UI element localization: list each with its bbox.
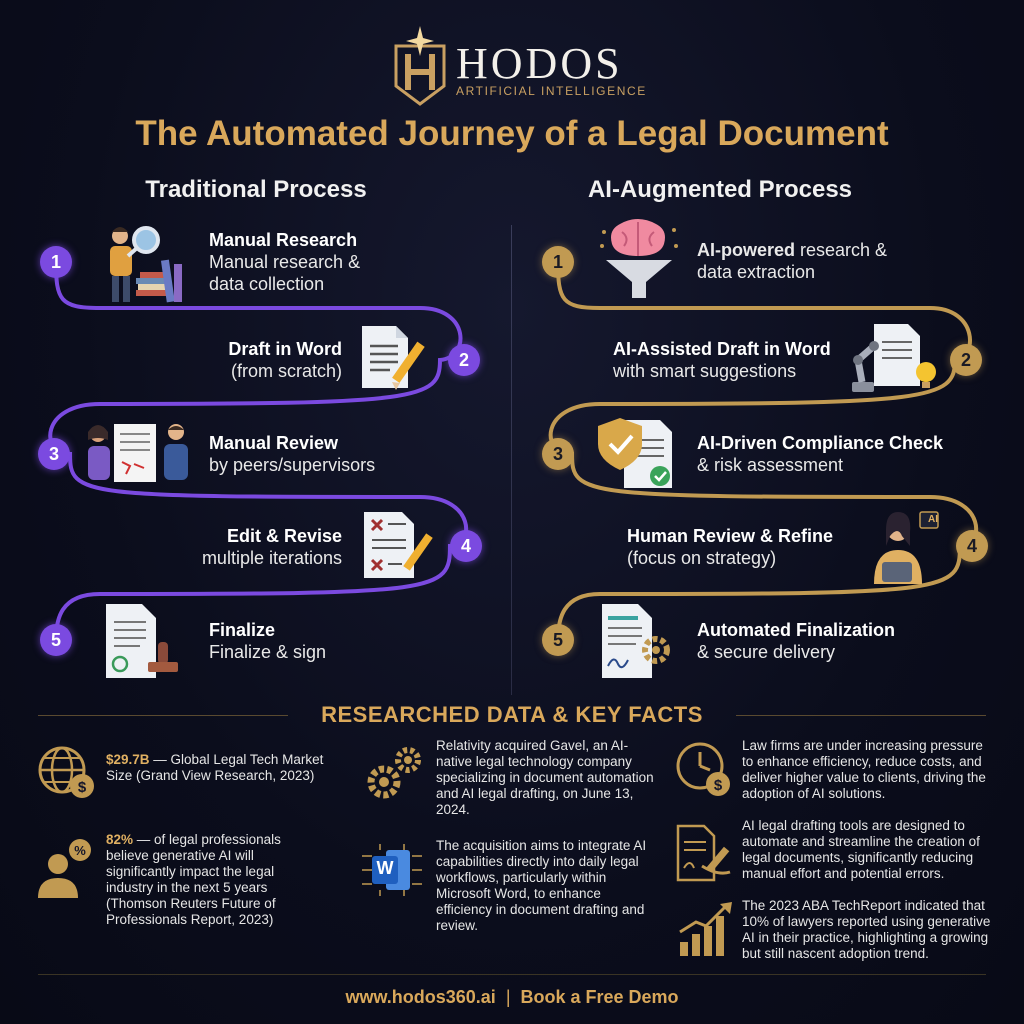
- footer-divider: [38, 974, 986, 975]
- researcher-magnifier-icon: [110, 226, 182, 303]
- traditional-step-1-desc2: data collection: [209, 274, 325, 294]
- ai-step-5-title: Automated Finalization: [697, 620, 895, 640]
- svg-text:%: %: [74, 843, 86, 858]
- traditional-step-5-desc: Finalize & sign: [209, 642, 327, 662]
- footer: www.hodos360.ai | Book a Free Demo: [0, 987, 1024, 1008]
- ai-step-1-title: AI-powered: [697, 240, 796, 260]
- ai-step-3-desc: & risk assessment: [697, 455, 844, 475]
- traditional-step-1-desc: Manual research &: [209, 252, 361, 272]
- peer-review-icon: [88, 424, 188, 482]
- traditional-step-5-title: Finalize: [209, 620, 276, 640]
- human-reviewer-tablet-icon: [874, 511, 939, 584]
- fact-market-size-text: — Global Legal Tech Market Size (Grand V…: [106, 752, 324, 783]
- ai-step-3-number: 3: [542, 438, 574, 470]
- fact-market-size-value: $29.7B: [106, 752, 150, 767]
- brain-funnel-icon: [600, 219, 678, 298]
- facts-divider-right: [736, 715, 986, 716]
- signed-document-gear-icon: [602, 604, 670, 678]
- fact-drafting-tools: AI legal drafting tools are designed to …: [742, 818, 980, 881]
- ai-step-4-number: 4: [956, 530, 988, 562]
- robot-arm-document-icon: [852, 324, 936, 392]
- ai-step-1-desc: data extraction: [697, 262, 816, 282]
- ai-step-2-number: 2: [950, 344, 982, 376]
- svg-text:$: $: [78, 779, 87, 796]
- traditional-heading: Traditional Process: [145, 176, 367, 203]
- fact-gavel-acquisition: Relativity acquired Gavel, an AI-native …: [436, 738, 654, 817]
- fact-acquisition-aim: The acquisition aims to integrate AI cap…: [436, 838, 647, 933]
- footer-separator: |: [505, 987, 511, 1007]
- traditional-step-4-title: Edit & Revise: [226, 526, 342, 546]
- facts-divider-left: [38, 715, 288, 716]
- edit-revise-document-icon: [364, 512, 433, 578]
- traditional-step-4-desc: multiple iterations: [201, 548, 342, 568]
- ai-chip-label: AI: [928, 514, 938, 525]
- microsoft-word-icon: [362, 844, 422, 896]
- book-demo-link[interactable]: Book a Free Demo: [520, 987, 679, 1007]
- shield-document-check-icon: [598, 418, 672, 488]
- ai-step-3-title: AI-Driven Compliance Check: [697, 433, 944, 453]
- column-divider: [511, 225, 512, 695]
- person-percent-icon: %: [38, 839, 91, 898]
- fact-generative-ai-value: 82%: [106, 832, 134, 847]
- growth-chart-icon: [679, 902, 732, 956]
- clock-dollar-icon: $: [676, 742, 730, 796]
- traditional-step-1-number: 1: [40, 246, 72, 278]
- brand-name: HODOS: [456, 39, 623, 88]
- facts-heading: RESEARCHED DATA & KEY FACTS: [321, 702, 703, 727]
- ai-step-4-title: Human Review & Refine: [627, 526, 834, 546]
- traditional-step-3-desc: by peers/supervisors: [209, 455, 376, 475]
- ai-step-1-title-rest: research &: [795, 240, 888, 260]
- fact-law-firm-pressure: Law firms are under increasing pressure …: [742, 738, 986, 801]
- page-title: The Automated Journey of a Legal Documen…: [135, 114, 889, 153]
- traditional-step-4-number: 4: [450, 530, 482, 562]
- ai-step-5-number: 5: [542, 624, 574, 656]
- traditional-step-5-number: 5: [40, 624, 72, 656]
- globe-dollar-icon: $: [38, 746, 94, 798]
- traditional-step-1-title: Manual Research: [209, 230, 358, 250]
- finalize-stamp-icon: [106, 604, 178, 678]
- fact-market-size: $29.7B — Global Legal Tech Market Size (…: [106, 752, 336, 784]
- traditional-step-2-number: 2: [448, 344, 480, 376]
- gears-icon: [367, 747, 421, 799]
- ai-step-1-number: 1: [542, 246, 574, 278]
- svg-text:$: $: [714, 777, 723, 794]
- fact-aba-techreport: The 2023 ABA TechReport indicated that 1…: [742, 898, 991, 961]
- traditional-step-2-desc: (from scratch): [230, 361, 342, 381]
- footer-website-link[interactable]: www.hodos360.ai: [345, 987, 496, 1007]
- traditional-step-3-title: Manual Review: [209, 433, 339, 453]
- traditional-step-3-number: 3: [38, 438, 70, 470]
- hodos-logo-icon: [394, 26, 446, 106]
- brand-tagline: ARTIFICIAL INTELLIGENCE: [456, 84, 647, 98]
- word-icon-letter: W: [376, 858, 394, 878]
- fact-generative-ai-impact: 82% — of legal professionals believe gen…: [106, 832, 316, 928]
- traditional-step-2-title: Draft in Word: [228, 339, 342, 359]
- document-pencil-icon: [362, 326, 425, 390]
- ai-step-5-desc: & secure delivery: [697, 642, 836, 662]
- ai-step-2-desc: with smart suggestions: [613, 361, 797, 381]
- fact-generative-ai-text: — of legal professionals believe generat…: [106, 832, 281, 927]
- ai-heading: AI-Augmented Process: [587, 176, 853, 203]
- ai-step-4-desc: (focus on strategy): [627, 548, 777, 568]
- ai-step-1-title-line: AI-powered research &: [697, 239, 887, 261]
- contract-signing-icon: [676, 824, 731, 882]
- ai-step-2-title: AI-Assisted Draft in Word: [613, 339, 831, 359]
